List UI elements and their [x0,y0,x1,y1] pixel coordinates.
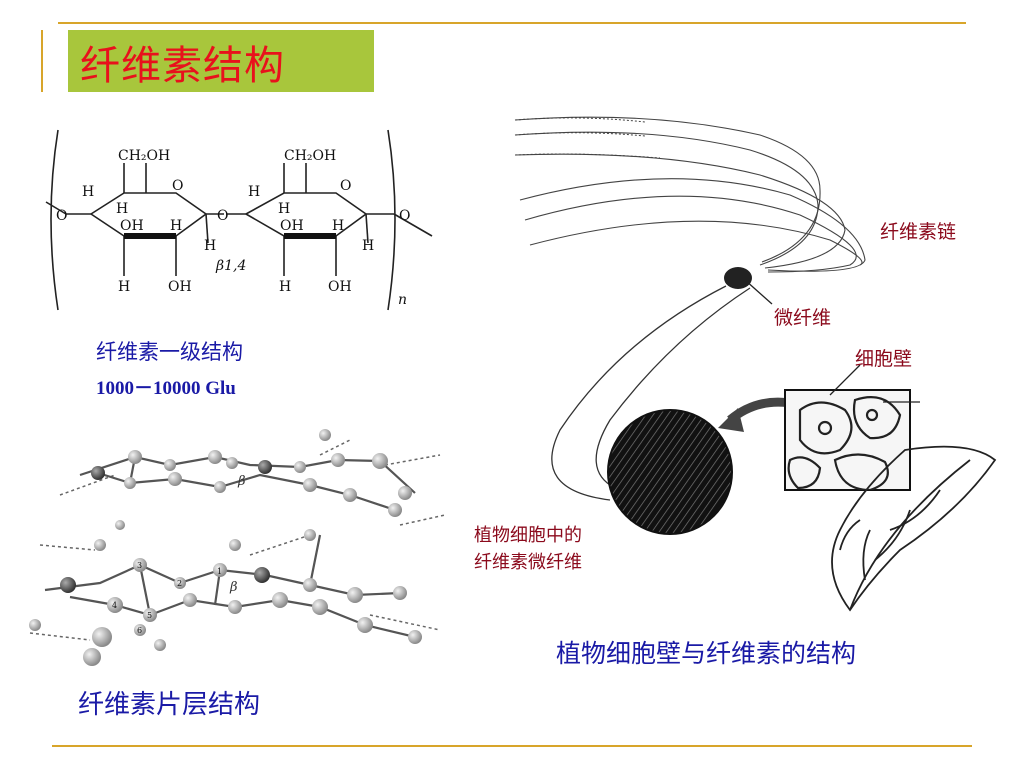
oh-label: OH [280,218,304,234]
atom-label-6: 6 [137,626,142,635]
cell-wall-structure-caption: 植物细胞壁与纤维素的结构 [556,639,857,668]
oh-label: OH [120,218,144,234]
left-ring [90,192,208,237]
glycosidic-o-right: O [399,208,410,224]
beta-label-top: β [237,474,246,489]
h-label: H [278,201,290,217]
cellulose-chain-label: 纤维素链 [880,221,957,243]
ring-o-left: O [172,178,183,194]
ring-o-right: O [340,178,351,194]
cell-wall-illustration [514,116,997,612]
h-label: H [279,279,291,295]
atom-label-2: 2 [177,579,182,588]
left-bracket [50,129,59,311]
cell-wall-label: 细胞壁 [855,348,913,370]
leaf-outline [831,445,997,612]
primary-structure-caption: 纤维素一级结构 [96,340,243,364]
cell-microfibril-label-line1: 植物细胞中的 [474,525,582,546]
h-label: H [82,184,94,200]
right-ring [245,192,368,237]
beta-linkage-label: β1,4 [215,258,246,274]
glucose-range-caption: 1000－10000 Glu [96,378,236,399]
repeat-n-label: n [398,292,407,308]
top-rule [58,22,966,24]
atom-label-4: 4 [112,601,117,610]
h-label: H [332,218,344,234]
h-label: H [362,238,374,254]
beta-label-bottom: β [229,580,238,595]
cellulose-formula: CH₂OH CH₂OH O O O O O H H OH H H H OH H … [45,129,433,311]
ch2oh-right-label: CH₂OH [284,148,336,164]
atom-label-5: 5 [147,611,152,620]
sheet-structure-caption: 纤维素片层结构 [78,690,261,720]
title-background [68,30,374,92]
h-label: H [204,238,216,254]
cellulose-sheet-drawing: β β 1 2 3 4 5 6 [29,429,446,666]
right-bracket [387,129,396,311]
slide-title: 纤维素结构 [80,43,285,89]
atom-label-1: 1 [217,567,222,576]
h-label: H [118,279,130,295]
h-label: H [170,218,182,234]
h-label: H [116,201,128,217]
glycosidic-o-mid: O [217,208,228,224]
title-left-bar [41,30,43,92]
microfibril-label: 微纤维 [774,307,832,329]
h-label: H [248,184,260,200]
ch2oh-left-label: CH₂OH [118,148,170,164]
bottom-rule [52,745,972,747]
microfibril-cross-section [607,409,733,535]
oh-label: OH [328,279,352,295]
oh-label: OH [168,279,192,295]
glycosidic-o-left: O [56,208,67,224]
cell-microfibril-label-line2: 纤维素微纤维 [474,552,582,573]
atom-label-3: 3 [137,561,142,570]
